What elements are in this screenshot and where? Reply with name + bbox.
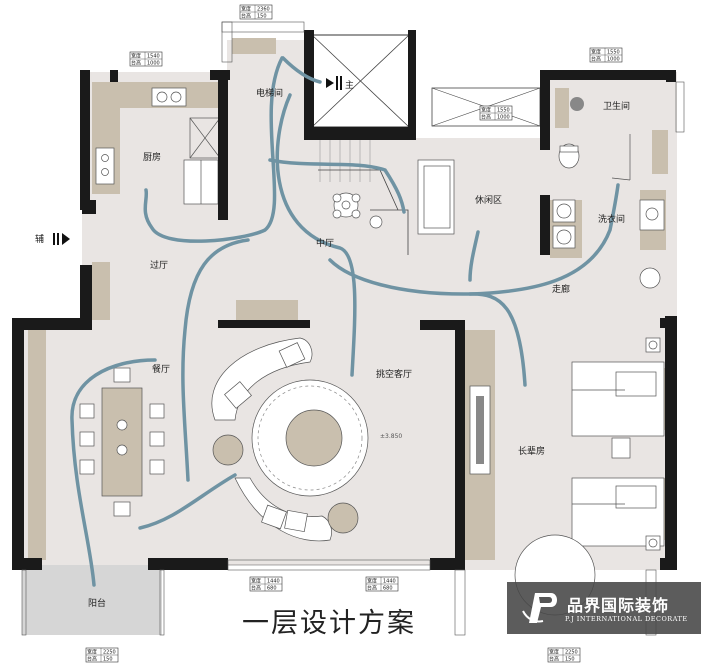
svg-text:台高: 台高 <box>131 60 141 67</box>
bathroom-fixtures <box>552 97 665 289</box>
kitchen-fixtures <box>95 87 221 205</box>
window-tag-1: 宽度 台高 2360 150 <box>239 4 273 20</box>
svg-text:台高: 台高 <box>549 656 559 663</box>
window-tag-7: 宽度 台高 2250 150 <box>85 647 119 663</box>
elevation-mark: ±3.850 <box>380 433 402 440</box>
svg-text:680: 680 <box>383 586 393 592</box>
svg-text:1000: 1000 <box>497 115 510 121</box>
brand-logo-icon <box>522 593 557 623</box>
svg-text:宽度: 宽度 <box>241 6 251 13</box>
svg-text:宽度: 宽度 <box>481 107 491 114</box>
window-tag-6: 宽度 台高 1440 680 <box>365 576 399 592</box>
svg-text:宽度: 宽度 <box>367 578 377 585</box>
label-middle-hall: 中厅 <box>316 237 334 249</box>
label-laundry: 洗衣间 <box>598 213 625 225</box>
label-dining: 餐厅 <box>152 363 170 375</box>
svg-text:1000: 1000 <box>607 57 620 63</box>
brand-watermark: 品界国际装饰 P.J INTERNATIONAL DECORATE <box>507 582 701 634</box>
windows <box>21 21 685 636</box>
svg-text:宽度: 宽度 <box>251 578 261 585</box>
window-tag-2: 宽度 台高 1540 1000 <box>129 51 163 67</box>
living-furniture <box>211 337 369 542</box>
flow-lines <box>70 56 620 587</box>
svg-text:宽度: 宽度 <box>87 649 97 656</box>
svg-text:150: 150 <box>257 14 267 20</box>
label-living: 挑空客厅 <box>376 368 412 380</box>
svg-text:1550: 1550 <box>607 50 620 56</box>
svg-text:2250: 2250 <box>103 650 116 656</box>
dining-set <box>79 367 165 517</box>
entry-markers <box>53 76 342 245</box>
svg-text:150: 150 <box>103 657 113 663</box>
label-corridor: 走廊 <box>552 283 570 295</box>
svg-text:2360: 2360 <box>257 7 270 13</box>
window-tag-4: 宽度 台高 1550 1000 <box>479 105 513 121</box>
label-secondary-entry: 辅 <box>35 233 44 245</box>
lounge-furniture <box>332 159 455 235</box>
svg-text:宽度: 宽度 <box>591 49 601 56</box>
window-tag-3: 宽度 台高 1550 1000 <box>589 47 623 63</box>
window-tag-5: 宽度 台高 1440 680 <box>249 576 283 592</box>
svg-text:台高: 台高 <box>241 13 251 20</box>
svg-text:台高: 台高 <box>481 114 491 121</box>
svg-text:1540: 1540 <box>147 54 160 60</box>
svg-text:150: 150 <box>565 657 575 663</box>
label-elevator: 电梯间 <box>256 87 283 99</box>
label-passage: 过厅 <box>150 259 168 271</box>
svg-text:台高: 台高 <box>367 585 377 592</box>
svg-text:宽度: 宽度 <box>131 53 141 60</box>
svg-text:台高: 台高 <box>87 656 97 663</box>
label-balcony: 阳台 <box>88 597 106 609</box>
svg-text:1440: 1440 <box>267 579 280 585</box>
svg-text:680: 680 <box>267 586 277 592</box>
label-kitchen: 厨房 <box>143 151 161 163</box>
plan-title: 一层设计方案 <box>242 608 416 639</box>
svg-text:1440: 1440 <box>383 579 396 585</box>
label-main-entry: 主 <box>345 79 354 91</box>
svg-text:台高: 台高 <box>591 56 601 63</box>
label-bathroom: 卫生间 <box>603 100 630 112</box>
svg-text:1550: 1550 <box>497 108 510 114</box>
label-elder-room: 长辈房 <box>518 445 545 457</box>
brand-name: 品界国际装饰 <box>567 596 670 615</box>
label-lounge: 休闲区 <box>475 194 502 206</box>
svg-text:2250: 2250 <box>565 650 578 656</box>
svg-text:1000: 1000 <box>147 61 160 67</box>
brand-english: P.J INTERNATIONAL DECORATE <box>565 615 688 623</box>
window-tag-8: 宽度 台高 2250 150 <box>547 647 581 663</box>
walls <box>12 30 677 570</box>
svg-text:宽度: 宽度 <box>549 649 559 656</box>
svg-text:台高: 台高 <box>251 585 261 592</box>
